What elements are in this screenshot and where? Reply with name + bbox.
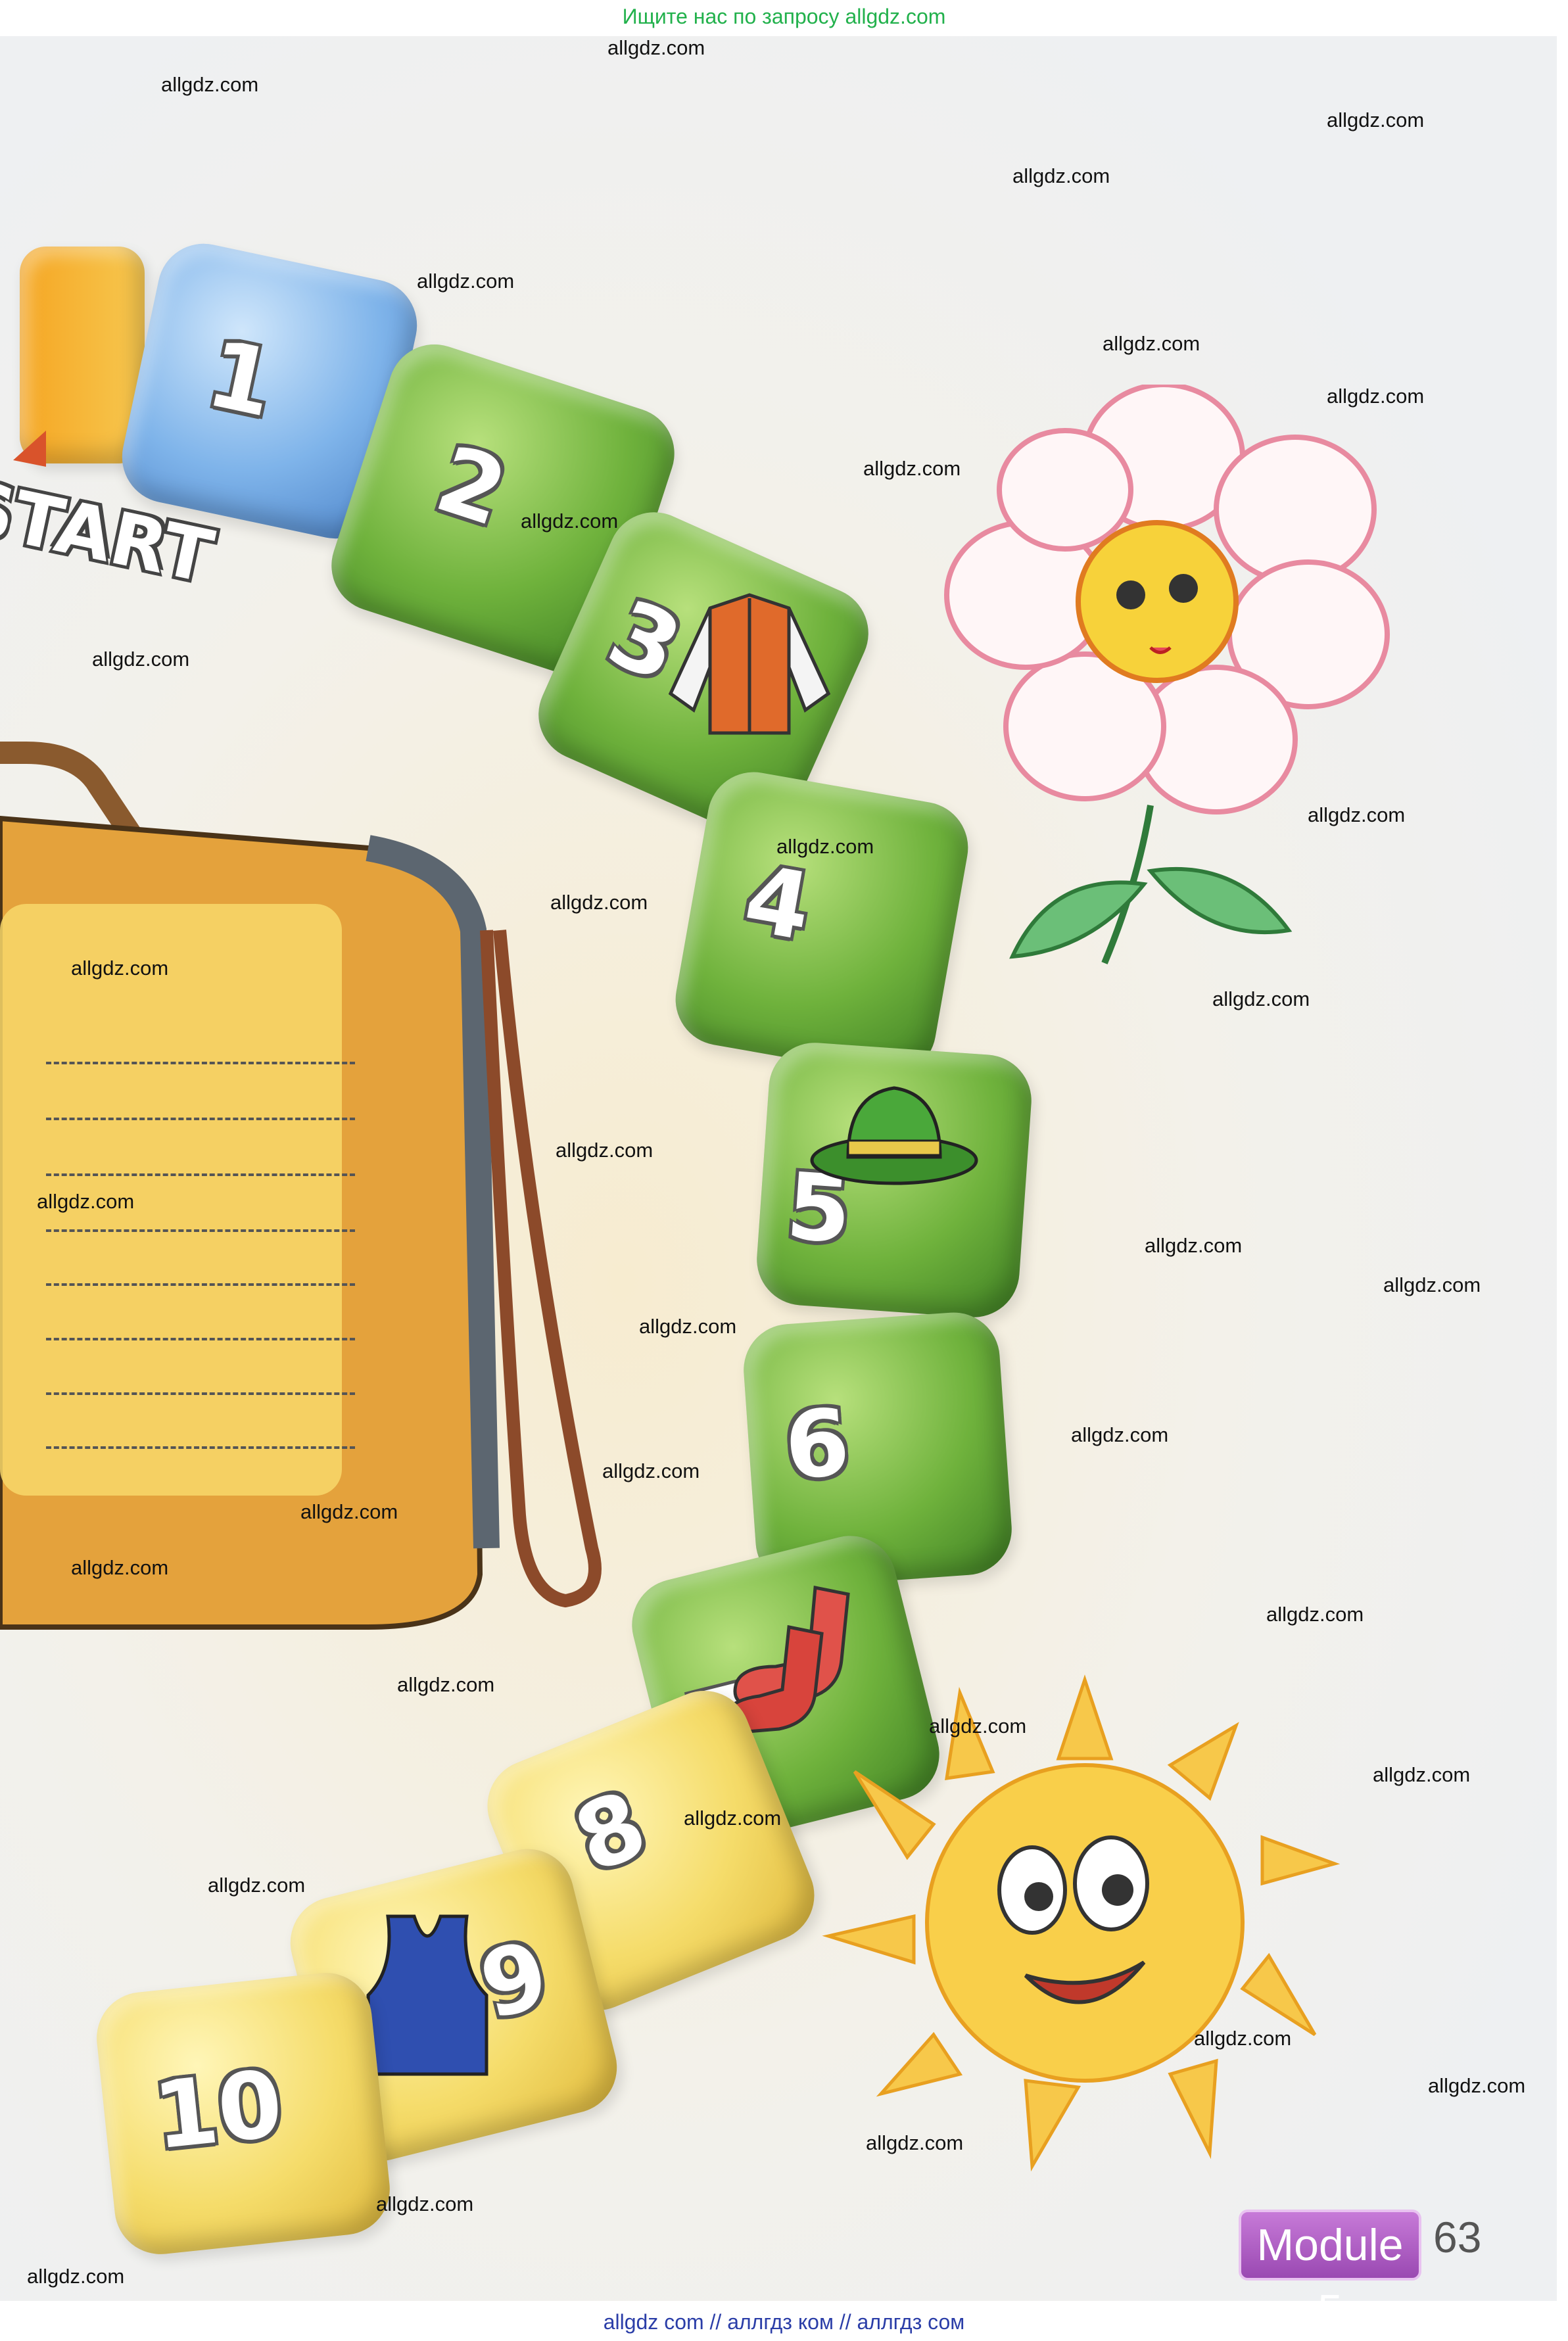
- bottom-banner[interactable]: allgdz com // аллгдз ком // аллгдз сом: [603, 2310, 965, 2334]
- watermark: allgdz.com: [71, 957, 169, 980]
- top-banner[interactable]: Ищите нас по запросу allgdz.com: [622, 5, 946, 28]
- watermark: allgdz.com: [27, 2265, 125, 2288]
- socks-icon: [723, 1586, 850, 1734]
- answer-line-5[interactable]: [46, 1283, 355, 1286]
- answer-line-8[interactable]: [46, 1446, 355, 1449]
- watermark: allgdz.com: [607, 36, 705, 59]
- watermark: allgdz.com: [1373, 1763, 1471, 1786]
- watermark: allgdz.com: [556, 1139, 653, 1162]
- step-number: 2: [424, 425, 519, 548]
- watermark: allgdz.com: [92, 648, 190, 671]
- start-arrow-icon: [13, 431, 46, 467]
- watermark: allgdz.com: [684, 1807, 782, 1830]
- flower-icon: [944, 385, 1390, 964]
- step-number: 6: [781, 1389, 853, 1501]
- watermark: allgdz.com: [1327, 108, 1425, 131]
- workbook-page: START 1 2 3 4 5 6 7 8 9: [0, 36, 1557, 2301]
- watermark: allgdz.com: [1194, 2027, 1292, 2050]
- watermark: allgdz.com: [1012, 164, 1110, 187]
- step-10: 10: [92, 1968, 394, 2259]
- watermark: allgdz.com: [397, 1673, 495, 1696]
- step-number: 4: [736, 845, 819, 962]
- answer-line-6[interactable]: [46, 1338, 355, 1340]
- watermark: allgdz.com: [1145, 1234, 1243, 1257]
- watermark: allgdz.com: [1266, 1603, 1364, 1626]
- watermark: allgdz.com: [639, 1315, 737, 1338]
- answer-line-2[interactable]: [46, 1118, 355, 1120]
- watermark: allgdz.com: [929, 1714, 1027, 1738]
- watermark: allgdz.com: [866, 2131, 964, 2154]
- watermark: allgdz.com: [1071, 1423, 1169, 1446]
- watermark: allgdz.com: [417, 270, 515, 293]
- watermark: allgdz.com: [602, 1459, 700, 1482]
- suitcase-icon: [0, 742, 602, 1630]
- watermark: allgdz.com: [161, 73, 259, 96]
- answer-line-3[interactable]: [46, 1173, 355, 1176]
- step-4: 4: [668, 765, 976, 1083]
- watermark: allgdz.com: [208, 1874, 306, 1897]
- start-step: [20, 247, 145, 463]
- module-badge: Module 5: [1239, 2210, 1421, 2301]
- answer-line-4[interactable]: [46, 1229, 355, 1232]
- step-number: 10: [149, 2050, 288, 2171]
- watermark: allgdz.com: [1383, 1273, 1481, 1296]
- step-number: 1: [198, 320, 284, 438]
- watermark: allgdz.com: [71, 1556, 169, 1579]
- sun-icon: [822, 1674, 1341, 2172]
- watermark: allgdz.com: [521, 509, 619, 532]
- watermark: allgdz.com: [1103, 332, 1200, 355]
- answer-line-7[interactable]: [46, 1392, 355, 1395]
- watermark: allgdz.com: [376, 2192, 474, 2215]
- watermark: allgdz.com: [1212, 987, 1310, 1010]
- watermark: allgdz.com: [550, 891, 648, 914]
- answer-line-1[interactable]: [46, 1062, 355, 1064]
- jacket-icon: [668, 593, 831, 735]
- watermark: allgdz.com: [863, 457, 961, 480]
- step-number: 8: [561, 1770, 661, 1895]
- hat-icon: [810, 1086, 978, 1185]
- page-number: 63: [1433, 2213, 1482, 2261]
- watermark: allgdz.com: [776, 835, 874, 858]
- watermark: allgdz.com: [1428, 2074, 1526, 2097]
- vest-top-icon: [366, 1914, 488, 2076]
- watermark: allgdz.com: [1327, 385, 1425, 408]
- watermark: allgdz.com: [37, 1190, 135, 1213]
- watermark: allgdz.com: [300, 1500, 398, 1523]
- watermark: allgdz.com: [1308, 803, 1406, 826]
